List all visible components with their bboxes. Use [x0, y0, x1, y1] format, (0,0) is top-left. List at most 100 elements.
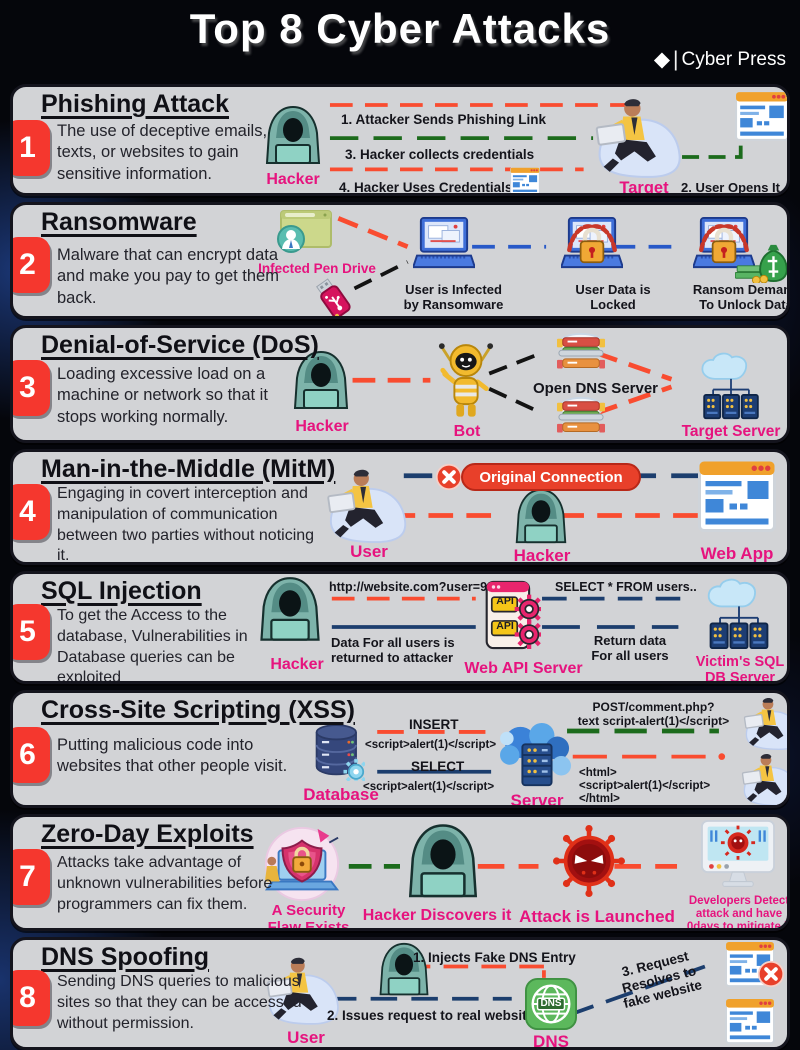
connector-lines: [331, 596, 688, 629]
mitm-diagram: User Original Connection Hacker Web App: [13, 452, 787, 562]
html-payload: <html> <script>alert(1)</script> </html>: [579, 767, 711, 806]
database-icon: [313, 723, 365, 781]
section-description: Attacks take advantage of unknown vulner…: [57, 854, 273, 913]
bot-label: Bot: [453, 423, 481, 440]
section-number-badge: 8: [13, 970, 50, 1026]
cloud-servers-icon: [699, 578, 779, 650]
section-description: Malware that can encrypt data and make y…: [57, 246, 279, 307]
section-title: Zero-Day Exploits: [41, 820, 254, 848]
detect-label: Developers Detect attack and have 0days …: [686, 895, 790, 931]
section-description: To get the Access to the database, Vulne…: [57, 607, 248, 684]
web-api-server-label: Web API Server: [464, 660, 583, 677]
bot-icon: [437, 334, 495, 422]
laptop1-label: User is Infected by Ransomware: [403, 282, 504, 312]
section-number-badge: 6: [13, 727, 50, 783]
hacker-label: Hacker: [266, 171, 320, 188]
user-label: User: [287, 1028, 325, 1047]
server-label: Server: [510, 791, 564, 808]
brand: ◆ | Cyber Press: [654, 47, 786, 72]
brand-name: Cyber Press: [681, 48, 786, 70]
section-description: Putting malicious code into websites tha…: [57, 736, 288, 776]
user-icon: [741, 695, 790, 751]
return-data-label: Return data For all users: [591, 633, 669, 663]
return-attacker-label: Data For all users is returned to attack…: [331, 635, 455, 665]
flaw-label: A Security Flaw Exists: [267, 902, 350, 931]
section-title: Phishing Attack: [41, 90, 229, 118]
brand-separator: |: [673, 47, 679, 71]
api-badge: API: [496, 620, 514, 632]
section-mitm: 4 Man-in-the-Middle (MitM) Engaging in c…: [10, 449, 790, 565]
hacker-label: Hacker: [270, 656, 324, 673]
dns-spoofing-diagram: User 1. Injects Fake DNS Entry 2. Issues…: [13, 940, 787, 1047]
section-phishing: 1 Phishing Attack The use of deceptive e…: [10, 84, 790, 196]
section-title: DNS Spoofing: [41, 943, 210, 971]
select-payload: <script>alert(1)</script>: [363, 781, 495, 793]
dns-label: DNS: [533, 1032, 569, 1050]
hacker-label: Hacker: [513, 546, 571, 565]
section-description: Engaging in covert interception and mani…: [57, 485, 315, 565]
monitor-virus-icon: [697, 819, 779, 893]
connector-lines: [352, 350, 673, 416]
usb-icon: [313, 275, 355, 319]
laptop2-label: User Data is Locked: [575, 282, 651, 312]
website-icon: [510, 167, 540, 195]
section-number-badge: 5: [13, 604, 50, 660]
website-icon: [735, 91, 789, 141]
dns-server-icon: [555, 396, 607, 443]
connector-lines: [329, 964, 706, 1018]
x-circle-icon: [435, 463, 463, 491]
step-4: 4. Hacker Uses Credentials: [339, 180, 513, 195]
post-text: POST/comment.php? text script-alert(1)</…: [577, 700, 730, 728]
step-2: 2. Issues request to real website: [327, 1008, 535, 1023]
pendrive-label: Infected Pen Drive: [258, 261, 376, 276]
api-badge: API: [496, 595, 514, 607]
phishing-diagram: Hacker 1. Attacker Sends Phishing Link 3…: [13, 87, 787, 193]
section-description: The use of deceptive emails, texts, or w…: [57, 122, 268, 183]
section-title: Cross-Site Scripting (XSS): [41, 696, 355, 724]
user-label: User: [350, 542, 388, 561]
hacker-label: Hacker: [295, 418, 349, 435]
original-connection-badge: Original Connection: [461, 463, 641, 491]
x-circle-icon: [757, 960, 785, 988]
page-title: Top 8 Cyber Attacks: [189, 5, 611, 52]
section-number-badge: 2: [13, 237, 50, 293]
lock-chain-icon: [564, 220, 620, 266]
step-2: 2. User Opens It: [681, 180, 780, 195]
step-3: 3. Hacker collects credentials: [345, 147, 535, 162]
hacker-icon: [513, 488, 569, 546]
connector-lines: [348, 863, 678, 869]
zeroday-diagram: A Security Flaw Exists Hacker Discovers …: [13, 817, 787, 928]
cloud-server-icon: [497, 721, 575, 791]
launch-label: Attack is Launched: [519, 907, 675, 926]
section-sqli: 5 SQL Injection To get the Access to the…: [10, 571, 790, 684]
section-title: Ransomware: [41, 208, 197, 236]
target-server-label: Target Server: [681, 423, 781, 440]
section-number-badge: 1: [13, 120, 50, 176]
section-title: SQL Injection: [41, 577, 202, 605]
database-label: Database: [303, 785, 379, 804]
url-text: http://website.com?user=99: [329, 580, 494, 594]
victim-sql-label: Victim's SQL DB Server: [695, 654, 785, 684]
section-dns-spoofing: 8 DNS Spoofing Sending DNS queries to ma…: [10, 937, 790, 1050]
section-title: Man-in-the-Middle (MitM): [41, 455, 336, 483]
web-app-icon: [698, 460, 776, 532]
insert-payload: <script>alert(1)</script>: [365, 739, 497, 751]
section-title: Denial-of-Service (DoS): [41, 331, 319, 359]
section-zeroday: 7 Zero-Day Exploits Attacks take advanta…: [10, 814, 790, 931]
select-label: SELECT: [411, 759, 465, 774]
section-description: Sending DNS queries to malicious sites s…: [57, 973, 302, 1032]
ransomware-diagram: Infected Pen Drive User is Infected by R…: [13, 205, 787, 316]
section-number-badge: 7: [13, 849, 50, 905]
money-icon: [735, 241, 789, 283]
diamond-icon: ◆: [653, 48, 670, 71]
section-description: Loading excessive load on a machine or n…: [57, 365, 268, 426]
web-app-label: Web App: [700, 544, 774, 563]
user-icon: [739, 751, 790, 807]
cloud-servers-icon: [691, 352, 771, 420]
xss-diagram: Database INSERT <script>alert(1)</script…: [13, 693, 787, 805]
step-1: 1. Attacker Sends Phishing Link: [341, 112, 547, 127]
insert-label: INSERT: [409, 717, 459, 732]
laptop3-label: Ransom Demand To Unlock Data: [692, 282, 787, 312]
hacker-icon: [405, 823, 481, 901]
